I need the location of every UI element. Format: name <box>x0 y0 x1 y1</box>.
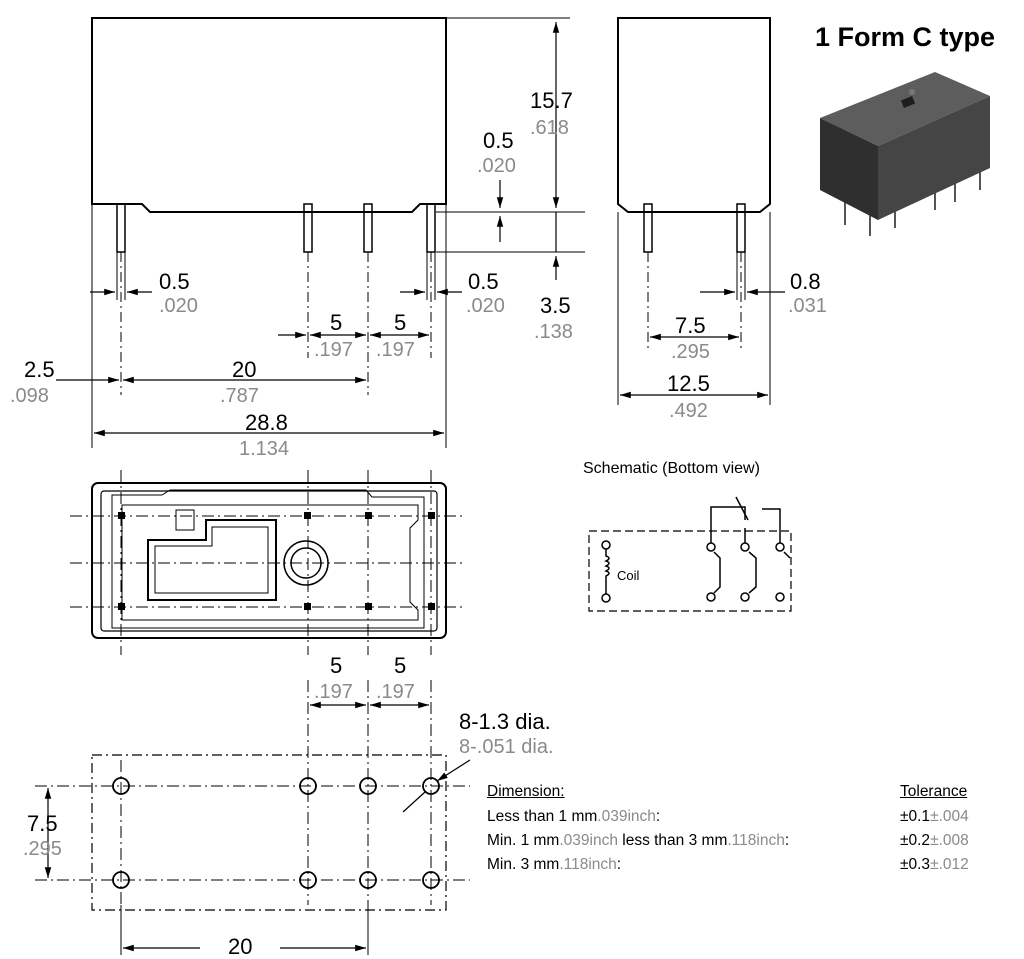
schematic-diagram <box>588 496 792 612</box>
tol-row-3-a: Min. 3 mm <box>487 856 560 873</box>
relay-body-front <box>91 17 447 213</box>
width-in: .492 <box>669 400 708 422</box>
front-view <box>56 17 585 448</box>
bottom-view <box>70 470 466 655</box>
pin-len-in: .138 <box>534 321 573 343</box>
relay-photo <box>820 72 990 236</box>
tol-row-1-tol: ±0.1 <box>900 808 931 825</box>
tol-row-1-value: ±0.1±.004 <box>900 808 969 826</box>
tol-row-3-a-in: .118inch <box>559 856 617 873</box>
pin-step-mm: 0.5 <box>483 128 514 153</box>
tol-row-2-tol-in: ±.008 <box>930 832 969 849</box>
side-pin-mm: 0.8 <box>790 269 821 294</box>
tolerance-header: Tolerance <box>900 783 968 800</box>
side-dim-text: 0.8 .031 7.5 .295 12.5 .492 <box>667 269 827 422</box>
dimension-header: Dimension: <box>487 783 565 800</box>
tol-row-2-b: less than 3 mm <box>617 832 728 849</box>
front-dim-text: 15.7 .618 0.5 .020 3.5 .138 0.5 .020 0.5… <box>10 88 573 460</box>
tol-row-3-tol-in: ±.012 <box>930 856 969 873</box>
pcb-pitch2-in: .197 <box>376 681 415 703</box>
side-row-in: .295 <box>671 341 710 363</box>
pin-centerlines <box>120 252 432 395</box>
edge-mm: 2.5 <box>24 357 55 382</box>
pcb-pitch2-mm: 5 <box>394 653 406 678</box>
tol-row-1: Less than 1 mm.039inch: <box>487 808 660 826</box>
pcb-dim-text: 5 .197 5 .197 8-1.3 dia. 8-.051 dia. 7.5… <box>23 653 554 959</box>
tol-row-1-tol-in: ±.004 <box>930 808 969 825</box>
pin-w-left-mm: 0.5 <box>159 269 190 294</box>
tol-row-2-value: ±0.2±.008 <box>900 832 969 850</box>
tol-row-3-tol: ±0.3 <box>900 856 931 873</box>
pitch1-in: .197 <box>314 339 353 361</box>
hole-mm: 8-1.3 dia. <box>459 709 551 734</box>
relay-body-side <box>617 17 771 213</box>
tol-row-1-a-in: .039inch <box>597 808 656 825</box>
tol-row-1-a: Less than 1 mm <box>487 808 598 825</box>
pcb-span-mm: 20 <box>228 934 252 959</box>
tol-row-3-value: ±0.3±.012 <box>900 856 969 874</box>
tol-row-2: Min. 1 mm.039inch less than 3 mm.118inch… <box>487 832 789 850</box>
tol-row-2-c: : <box>784 832 790 849</box>
hole-in: 8-.051 dia. <box>459 736 554 758</box>
page-title: 1 Form C type <box>815 22 996 52</box>
tol-row-2-b-in: .118inch <box>727 832 785 849</box>
tol-row-2-a: Min. 1 mm <box>487 832 560 849</box>
pin-w-left-in: .020 <box>159 295 198 317</box>
coil-label: Coil <box>617 568 640 583</box>
height-mm: 15.7 <box>530 88 573 113</box>
pin-step-in: .020 <box>477 155 516 177</box>
span-in: .787 <box>220 385 259 407</box>
pcb-pitch1-mm: 5 <box>330 653 342 678</box>
side-pin-in: .031 <box>788 295 827 317</box>
side-view <box>617 17 785 405</box>
pin-w-right-in: .020 <box>466 295 505 317</box>
schematic-title: Schematic (Bottom view) <box>583 460 760 477</box>
pcb-layout <box>35 680 471 955</box>
pcb-row-mm: 7.5 <box>27 811 58 836</box>
tol-row-2-a-in: .039inch <box>559 832 618 849</box>
pitch2-in: .197 <box>376 339 415 361</box>
tol-row-1-b: : <box>655 808 661 825</box>
height-in: .618 <box>530 117 569 139</box>
pin-w-right-mm: 0.5 <box>468 269 499 294</box>
pcb-holes <box>112 777 440 889</box>
length-in: 1.134 <box>239 438 289 460</box>
pitch1-mm: 5 <box>330 310 342 335</box>
tol-row-3-b: : <box>616 856 622 873</box>
length-mm: 28.8 <box>245 410 288 435</box>
span-mm: 20 <box>232 357 256 382</box>
side-row-mm: 7.5 <box>675 313 706 338</box>
pitch2-mm: 5 <box>394 310 406 335</box>
pcb-pitch1-in: .197 <box>314 681 353 703</box>
width-mm: 12.5 <box>667 371 710 396</box>
edge-in: .098 <box>10 385 49 407</box>
tol-row-3: Min. 3 mm.118inch: <box>487 856 621 874</box>
tol-row-2-tol: ±0.2 <box>900 832 931 849</box>
pcb-row-in: .295 <box>23 838 62 860</box>
pin-len-mm: 3.5 <box>540 293 571 318</box>
